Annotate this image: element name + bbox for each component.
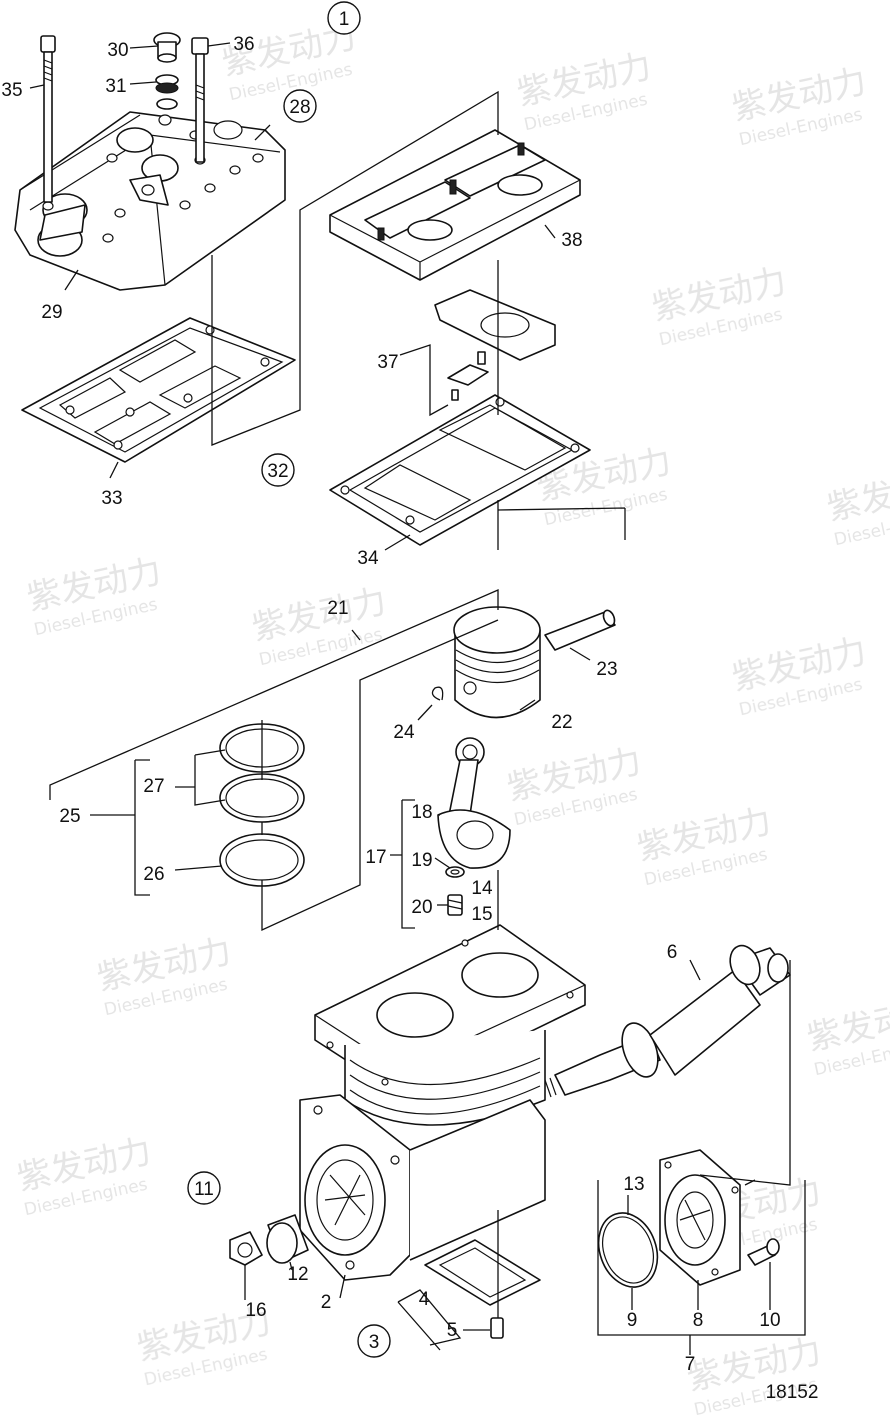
o-ring-13 [597,1212,659,1288]
label-15: 15 [471,904,492,925]
head-bolt-36 [191,37,209,163]
label-12: 12 [287,1264,308,1285]
label-37: 37 [377,352,398,373]
label-38: 38 [561,230,582,251]
label-23: 23 [596,659,617,680]
nut-16 [229,1231,263,1266]
circlip-24 [431,686,444,701]
label-18: 18 [411,802,432,823]
label-14: 14 [471,878,493,899]
connecting-rod-18 [437,737,511,869]
head-gasket-33 [21,317,296,463]
label-36: 36 [233,34,254,55]
drawing-number: 18152 [766,1382,819,1403]
svg-text:32: 32 [267,461,288,482]
label-10: 10 [759,1310,780,1331]
svg-text:1: 1 [339,9,350,30]
cylinder-head [14,111,286,291]
oil-ring-26 [219,833,305,887]
label-6: 6 [667,942,678,963]
label-27: 27 [143,776,164,797]
label-24: 24 [393,722,415,743]
circled-ref-32: 32 [261,453,295,487]
bearing-cover-8 [659,1149,741,1286]
label-8: 8 [693,1310,704,1331]
svg-text:紫发动力: 紫发动力 [824,461,890,528]
circled-ref-1: 1 [327,1,361,35]
part-labels: 2 4 5 6 7 8 9 10 12 13 14 15 16 17 18 19… [1,34,780,1375]
screw-5 [490,1317,504,1339]
screw-10 [747,1238,780,1266]
label-5: 5 [447,1320,458,1341]
label-2: 2 [321,1292,332,1313]
label-19: 19 [411,850,432,871]
crankshaft-6 [544,944,791,1098]
label-31: 31 [105,76,126,97]
bushing-12 [266,1214,309,1264]
svg-text:28: 28 [289,97,310,118]
label-7: 7 [685,1354,696,1375]
label-13: 13 [623,1174,644,1195]
leader-lines [29,42,806,1355]
cover-4 [424,1239,541,1306]
label-21: 21 [327,598,348,619]
circled-ref-3: 3 [357,1324,391,1358]
nut-19 [445,866,465,878]
label-26: 26 [143,864,164,885]
valve-plate-38 [329,129,581,281]
label-35: 35 [1,80,22,101]
washer-31 [155,74,179,110]
label-16: 16 [245,1300,266,1321]
label-34: 34 [357,548,379,569]
label-25: 25 [59,806,80,827]
piston-pin-23 [544,609,616,651]
label-33: 33 [101,488,122,509]
label-17: 17 [365,847,386,868]
label-4: 4 [419,1289,430,1310]
circled-ref-28: 28 [283,89,317,123]
crankcase-2 [299,924,586,1281]
piston-ring-middle [219,773,305,823]
label-9: 9 [627,1310,638,1331]
head-bolt-35 [40,35,56,203]
piston-22 [453,606,541,719]
label-29: 29 [41,302,62,323]
svg-text:11: 11 [194,1179,214,1200]
label-20: 20 [411,897,432,918]
label-30: 30 [107,40,128,61]
screw-20 [447,894,463,916]
reed-valve-37 [434,289,556,401]
plug-30 [153,32,181,63]
svg-text:3: 3 [369,1332,380,1353]
circled-ref-11: 11 [187,1171,221,1205]
gasket-34 [329,394,591,546]
label-22: 22 [551,712,572,733]
